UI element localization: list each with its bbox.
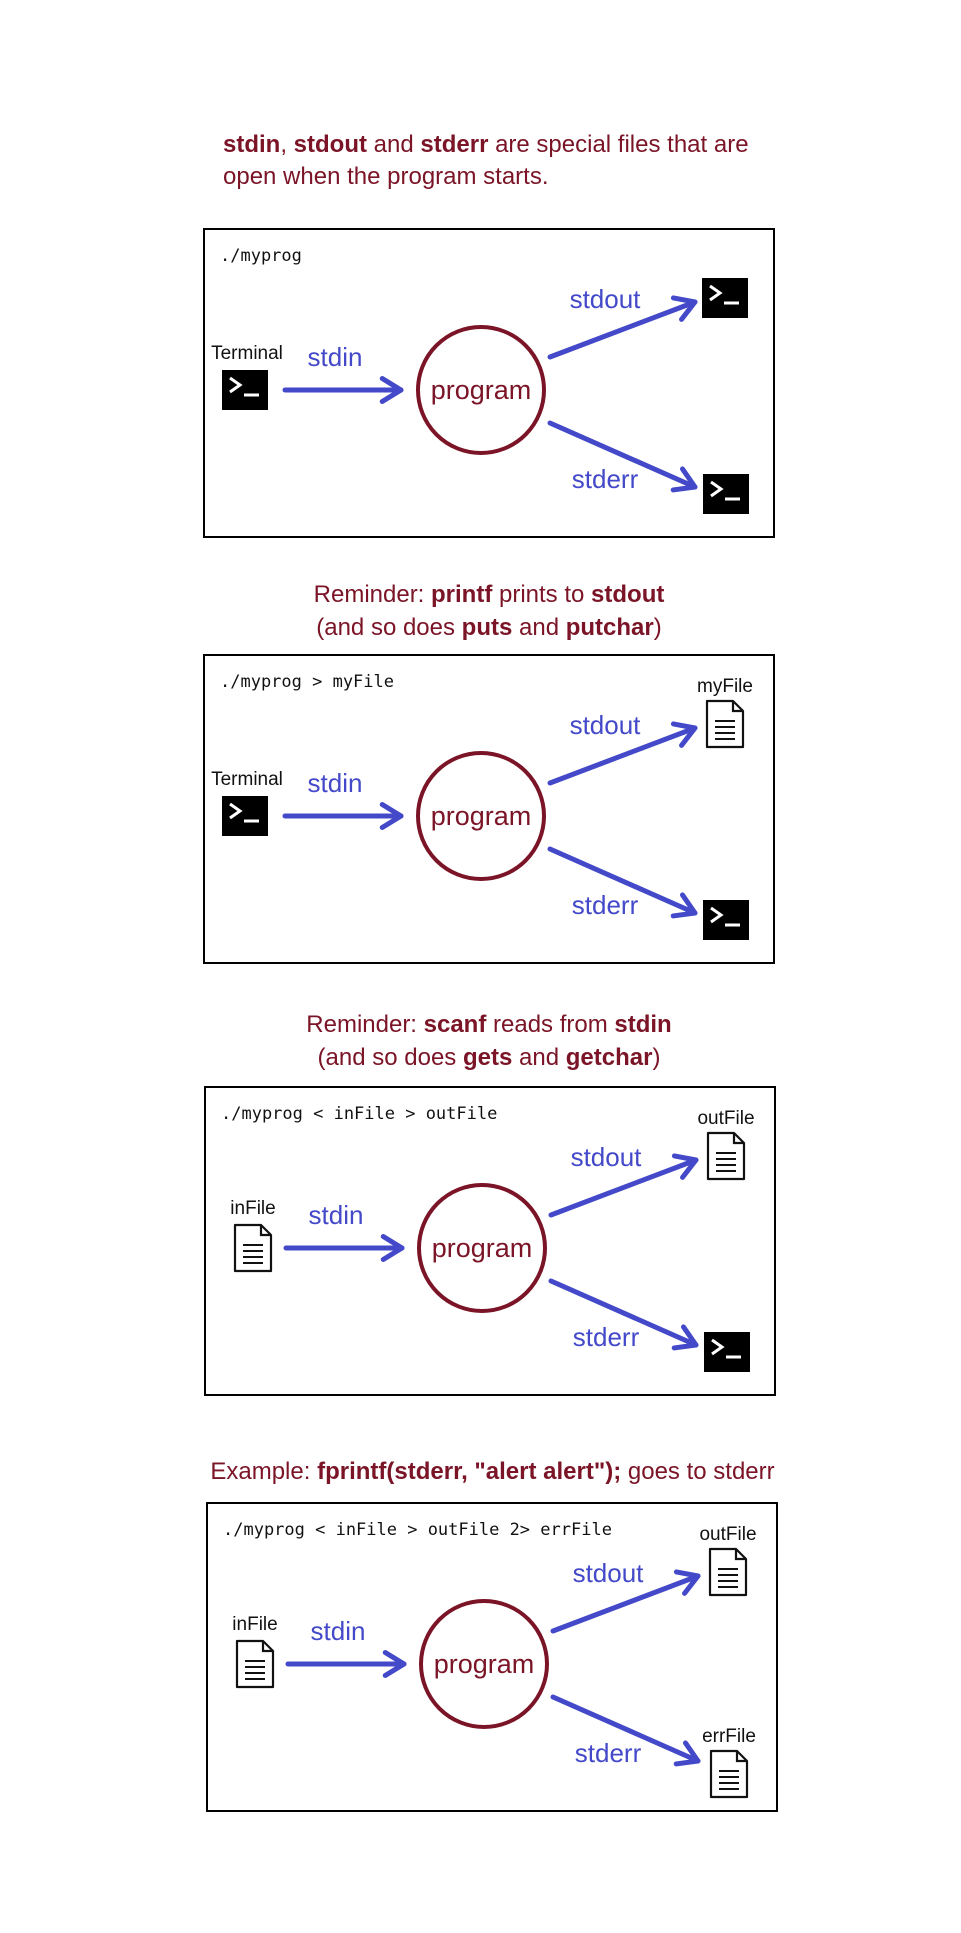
gets-text-1: (and so does (317, 1044, 463, 1071)
command-line: ./myprog > myFile (220, 672, 394, 692)
stdout-arrow (550, 1569, 701, 1634)
program-label: program (434, 1649, 535, 1679)
gets-text-3: ) (652, 1044, 661, 1071)
program-circle (416, 751, 546, 881)
program-label: program (431, 801, 532, 831)
stdin-label: stdin (309, 1200, 364, 1230)
terminal-label: Terminal (211, 769, 283, 790)
reminder-scanf-line-2: (and so does gets and getchar) (203, 1041, 775, 1074)
scanf-word: scanf (423, 1011, 487, 1038)
stderr-label: stderr (572, 464, 639, 494)
reminder-scanf-line-1: Reminder: scanf reads from stdin (203, 1008, 775, 1041)
terminal-icon (703, 900, 749, 940)
stdout-label: stdout (570, 284, 642, 314)
printf-text-2: prints to (492, 581, 592, 608)
program-label: program (432, 1233, 533, 1263)
gets-text-2: and (512, 1044, 566, 1071)
puts-text-1: (and so does (316, 614, 462, 641)
stdout-label: stdout (571, 1142, 643, 1172)
scanf-stdin-word: stdin (614, 1011, 672, 1038)
reminder-printf-line-2: (and so does puts and putchar) (203, 611, 775, 644)
puts-word: puts (461, 614, 513, 641)
intro-text-1: , (280, 131, 294, 158)
document-icon (709, 1749, 749, 1799)
stderr-label: stderr (575, 1738, 642, 1768)
diagram-panel-4: ./myprog < inFile > outFile 2> errFile pr… (206, 1502, 778, 1812)
intro-text-3: are special files that are (488, 131, 749, 158)
stdout-target-label: outFile (697, 1108, 754, 1129)
stdin-label: stdin (308, 342, 363, 372)
stderr-label: stderr (573, 1322, 640, 1352)
stdin-label: stdin (308, 768, 363, 798)
terminal-icon (222, 370, 268, 410)
input-file-label: inFile (230, 1198, 275, 1219)
scanf-text-1: Reminder: (306, 1011, 424, 1038)
command-line: ./myprog < inFile > outFile 2> errFile (223, 1520, 612, 1540)
stderr-target-label: errFile (702, 1726, 756, 1747)
diagram-panel-3: ./myprog < inFile > outFile program inFile… (204, 1086, 776, 1396)
stderr-arrow (548, 1278, 699, 1351)
io-diagram: ./myprog program Terminal stdin stdout stderr (211, 246, 749, 514)
terminal-icon (704, 1332, 750, 1372)
stdout-arrow (547, 721, 698, 786)
intro-stdin-word: stdin (223, 131, 281, 158)
scanf-text-2: reads from (486, 1011, 615, 1038)
putchar-word: putchar (565, 614, 654, 641)
gets-word: gets (462, 1044, 513, 1071)
diagram-panel-1: ./myprog program Terminal stdin stdout stderr (203, 228, 775, 538)
stdout-target-label: outFile (699, 1524, 756, 1545)
stdout-label: stdout (573, 1558, 645, 1588)
document-icon (235, 1639, 275, 1689)
stdin-arrow (282, 376, 404, 404)
stderr-arrow (547, 420, 698, 493)
program-circle (419, 1599, 549, 1729)
reminder-printf-line-1: Reminder: printf prints to stdout (203, 578, 775, 611)
document-icon (705, 699, 745, 749)
stdin-arrow (285, 1650, 407, 1678)
intro-caption-line-1: stdin, stdout and stderr are special fil… (223, 128, 749, 161)
stderr-arrow (547, 846, 698, 919)
document-icon (706, 1131, 746, 1181)
printf-stdout-word: stdout (591, 581, 665, 608)
intro-text-2: and (366, 131, 421, 158)
terminal-icon (222, 796, 268, 836)
printf-word: printf (431, 581, 493, 608)
stdout-target-label: myFile (697, 676, 753, 697)
stderr-label: stderr (572, 890, 639, 920)
diagram-panel-2: ./myprog > myFile program Terminal stdin std… (203, 654, 775, 964)
example-text-2: goes to stderr (621, 1458, 775, 1485)
terminal-label: Terminal (211, 343, 283, 364)
stdout-arrow (547, 295, 698, 360)
stdin-label: stdin (311, 1616, 366, 1646)
program-label: program (431, 375, 532, 405)
command-line: ./myprog (220, 246, 302, 266)
intro-stderr-word: stderr (420, 131, 489, 158)
command-line: ./myprog < inFile > outFile (221, 1104, 497, 1124)
io-diagram: ./myprog < inFile > outFile 2> errFile pr… (223, 1520, 757, 1799)
puts-text-2: and (512, 614, 566, 641)
io-diagram: ./myprog < inFile > outFile program inFile… (221, 1104, 755, 1372)
input-file-label: inFile (232, 1614, 277, 1635)
intro-caption-line-2: open when the program starts. (223, 163, 549, 190)
stdout-label: stdout (570, 710, 642, 740)
stdin-arrow (283, 1234, 405, 1262)
getchar-word: getchar (565, 1044, 653, 1071)
terminal-icon (703, 474, 749, 514)
intro-stdout-word: stdout (293, 131, 367, 158)
terminal-icon (702, 278, 748, 318)
puts-text-3: ) (653, 614, 662, 641)
document-icon (708, 1547, 748, 1597)
stdin-arrow (282, 802, 404, 830)
printf-text-1: Reminder: (313, 581, 432, 608)
stderr-arrow (550, 1694, 701, 1767)
example-caption: Example: fprintf(stderr, "alert alert");… (130, 1455, 855, 1488)
io-diagram: ./myprog > myFile program Terminal stdin std… (211, 672, 753, 940)
document-icon (233, 1223, 273, 1273)
fprintf-call: fprintf(stderr, "alert alert"); (317, 1458, 622, 1485)
program-circle (416, 325, 546, 455)
stdout-arrow (548, 1153, 699, 1218)
example-text-1: Example: (210, 1458, 318, 1485)
program-circle (417, 1183, 547, 1313)
